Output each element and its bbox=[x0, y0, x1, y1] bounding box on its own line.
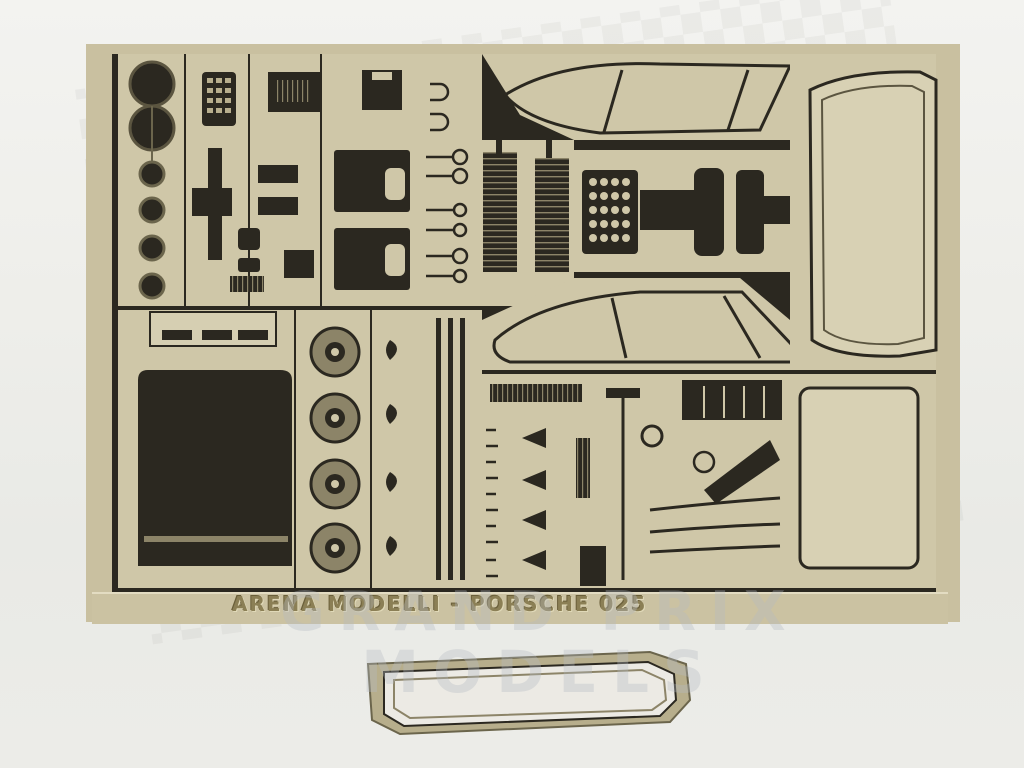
seat-panels bbox=[322, 54, 420, 306]
brake-discs bbox=[296, 310, 370, 588]
brake-calipers bbox=[372, 310, 424, 588]
rear-window-part bbox=[790, 374, 936, 588]
windscreen-part bbox=[790, 54, 938, 370]
side-window-lower bbox=[482, 278, 820, 370]
loose-window-frame bbox=[366, 650, 692, 736]
pedal-parts bbox=[576, 374, 678, 588]
keypad-parts bbox=[186, 54, 248, 306]
small-clip-parts bbox=[230, 54, 320, 306]
lever-parts bbox=[649, 374, 790, 588]
steering-wheel-parts bbox=[574, 150, 790, 272]
small-brackets bbox=[482, 374, 590, 588]
side-window-upper bbox=[482, 54, 834, 140]
floor-panel bbox=[118, 310, 294, 588]
long-rods bbox=[424, 310, 482, 588]
fret-engraving-text: ARENA MODELLI - PORSCHE 025 bbox=[232, 592, 648, 616]
gauge-parts bbox=[118, 54, 184, 306]
belt-hardware bbox=[420, 54, 482, 306]
radiator-grilles bbox=[482, 118, 574, 306]
